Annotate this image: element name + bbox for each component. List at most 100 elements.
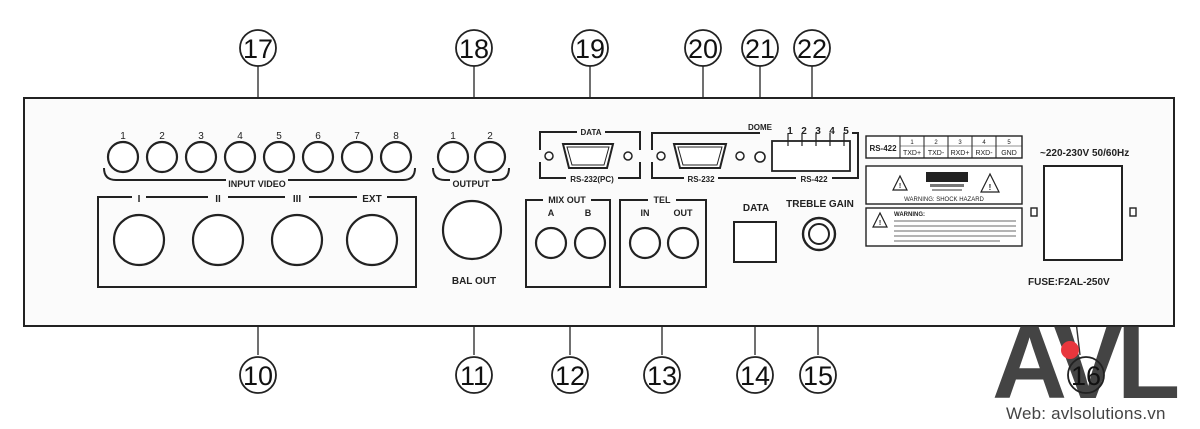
audio-input-jack-1 <box>112 213 166 267</box>
caution-text: WARNING: SHOCK HAZARD <box>904 197 984 203</box>
output-jack-2 <box>473 140 507 174</box>
input-video-jack-8 <box>379 140 413 174</box>
input-video-jack-4 <box>223 140 257 174</box>
data-jack <box>733 221 777 263</box>
callout-19: 19 <box>571 29 609 67</box>
rs422-num-4: 4 <box>982 140 986 146</box>
audio-input-jack-2 <box>191 213 245 267</box>
warning-title: WARNING: <box>894 212 925 218</box>
data-jack-label: DATA <box>743 203 769 214</box>
audio-input-label-2: II <box>215 194 221 205</box>
dome-terminal-1: 1 <box>787 126 793 137</box>
input-video-group: 1 2 3 4 5 6 7 8 INPUT VIDEO <box>103 131 416 189</box>
power-screw-right <box>1129 207 1137 217</box>
data-port-bottom-label: RS-232(PC) <box>570 175 614 184</box>
callout-17: 17 <box>239 29 277 67</box>
callout-13: 13 <box>643 356 681 394</box>
output-num-2: 2 <box>487 131 493 142</box>
data-rs232-pc-group: DATA RS-232(PC) <box>539 127 641 184</box>
audio-input-jack-3 <box>270 213 324 267</box>
callout-18-label: 18 <box>459 34 489 64</box>
input-video-jack-3 <box>184 140 218 174</box>
bal-out-group: BAL OUT <box>441 199 503 287</box>
callout-14: 14 <box>736 356 774 394</box>
dome-terminal-5: 5 <box>843 126 849 137</box>
warning-triangle-icon-2 <box>980 172 1000 193</box>
callout-11-label: 11 <box>460 361 488 391</box>
data-jack-group: DATA <box>733 203 777 263</box>
caution-label: ! ! WARNING: SHOCK HAZARD <box>865 165 1023 205</box>
input-video-jack-6 <box>301 140 335 174</box>
callout-20: 20 <box>684 29 722 67</box>
rs422-num-3: 3 <box>958 140 962 146</box>
bottom-callouts: 10 11 12 13 14 15 <box>239 356 837 394</box>
svg-text:!: ! <box>989 183 992 192</box>
input-video-label: INPUT VIDEO <box>228 179 286 189</box>
callout-10: 10 <box>239 356 277 394</box>
svg-text:!: ! <box>879 220 881 227</box>
callout-20-label: 20 <box>688 34 718 64</box>
callout-16-label: 16 <box>1071 361 1101 391</box>
power-inlet <box>1043 165 1123 261</box>
fuse-label: FUSE:F2AL-250V <box>1028 277 1110 288</box>
callout-14-label: 14 <box>740 361 770 391</box>
warning-triangle-icon <box>892 174 908 191</box>
dome-rs232-label: RS-232 <box>687 175 715 184</box>
bal-out-label: BAL OUT <box>452 276 496 287</box>
mix-out-b-label: B <box>585 208 592 218</box>
output-num-1: 1 <box>450 131 456 142</box>
audio-input-label-1: I <box>138 194 141 205</box>
bal-out-connector <box>441 199 503 261</box>
mix-out-group: MIX OUT A B <box>525 194 611 288</box>
input-video-jacks <box>106 140 413 174</box>
power-screw-left <box>1030 207 1038 217</box>
callout-18: 18 <box>455 29 493 67</box>
callout-22-label: 22 <box>797 34 827 64</box>
output-jack-1 <box>436 140 470 174</box>
callout-15: 15 <box>799 356 837 394</box>
rs422-signal-4: RXD- <box>975 150 993 157</box>
callout-21-label: 21 <box>745 34 775 64</box>
audio-input-jack-ext <box>345 213 399 267</box>
input-video-num-5: 5 <box>276 131 282 142</box>
callout-16: 16 <box>1067 356 1105 394</box>
avl-logo-text: AVL <box>992 305 1178 421</box>
treble-gain-label: TREBLE GAIN <box>786 199 854 210</box>
db9-pc-connector <box>561 143 615 169</box>
input-video-jack-1 <box>106 140 140 174</box>
rs422-num-5: 5 <box>1007 140 1011 146</box>
output-label: OUTPUT <box>453 179 491 189</box>
callout-11: 11 <box>455 356 493 394</box>
power-group: ~220-230V 50/60Hz FUSE:F2AL-250V <box>1028 148 1137 288</box>
tel-out-jack <box>666 226 700 260</box>
db9-dome-connector <box>672 143 728 169</box>
data-port-top-label: DATA <box>580 128 601 137</box>
input-video-num-6: 6 <box>315 131 321 142</box>
tel-in-label: IN <box>641 208 650 218</box>
warning-label: ! WARNING: <box>865 207 1023 247</box>
dome-terminal-4: 4 <box>829 126 835 137</box>
callout-17-label: 17 <box>243 34 273 64</box>
input-video-num-3: 3 <box>198 131 204 142</box>
input-video-jack-2 <box>145 140 179 174</box>
mix-out-a-jack <box>534 226 568 260</box>
callout-22: 22 <box>793 29 831 67</box>
callout-12-label: 12 <box>555 361 585 391</box>
caution-banner <box>926 172 968 182</box>
tel-label: TEL <box>654 195 672 205</box>
dome-terminal-3: 3 <box>815 126 821 137</box>
dome-label: DOME <box>748 123 773 132</box>
callout-15-label: 15 <box>803 361 833 391</box>
rs422-num-2: 2 <box>934 140 938 146</box>
output-group: 1 2 OUTPUT <box>432 131 510 189</box>
mix-out-a-label: A <box>548 208 555 218</box>
callout-12: 12 <box>551 356 589 394</box>
audio-input-group: I II III EXT <box>97 193 417 288</box>
dome-switch <box>754 151 766 163</box>
warning-triangle-icon-3 <box>872 211 888 228</box>
power-label: ~220-230V 50/60Hz <box>1040 148 1129 159</box>
input-video-num-7: 7 <box>354 131 360 142</box>
website-label: Web: avlsolutions.vn <box>1006 404 1166 423</box>
rs422-signal-5: GND <box>1001 150 1017 157</box>
audio-input-label-ext: EXT <box>362 194 381 205</box>
